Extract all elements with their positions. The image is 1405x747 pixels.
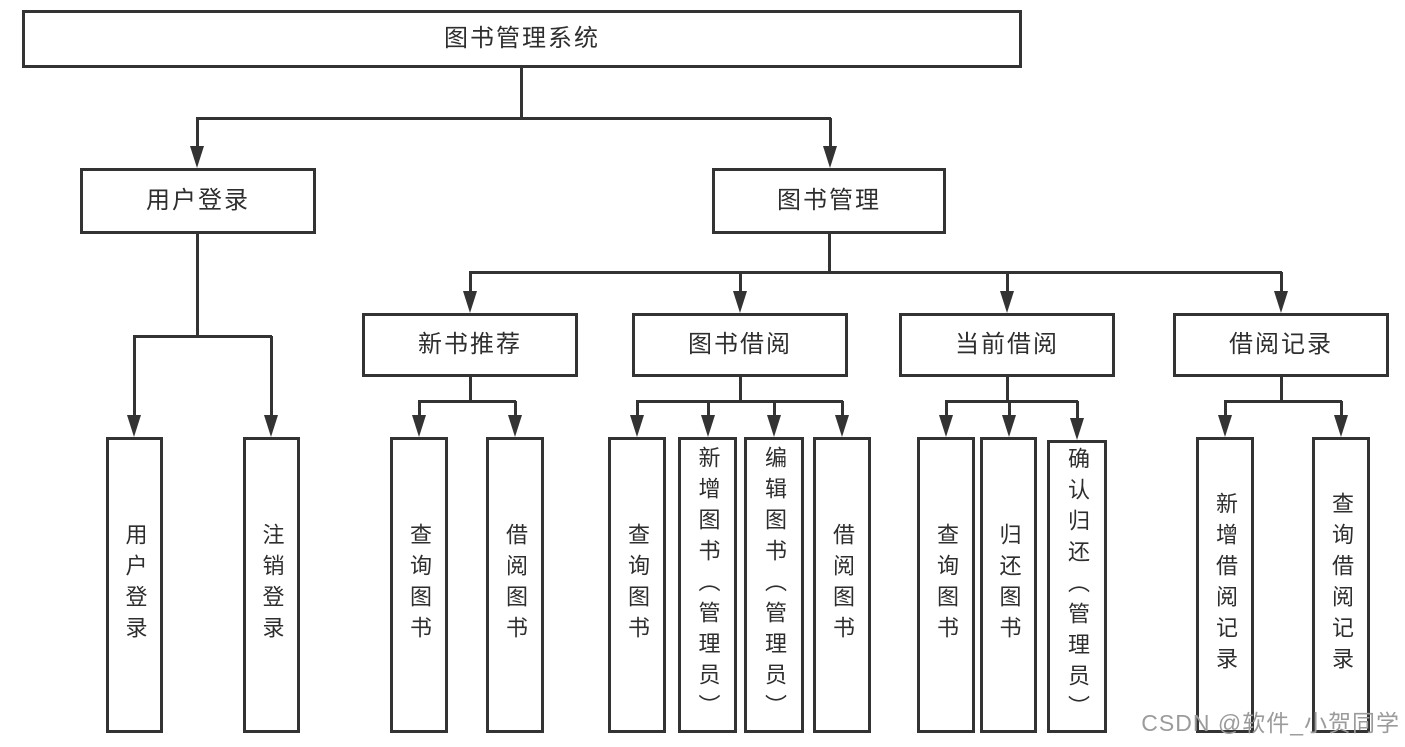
node-leaf-user-login: 用户登录 (106, 437, 163, 733)
node-label-root: 图书管理系统 (444, 25, 600, 52)
connector-vline (196, 234, 199, 338)
node-label-book-mgmt: 图书管理 (777, 187, 881, 214)
connector-vline (514, 401, 517, 419)
arrowhead-down-icon (264, 415, 278, 437)
node-leaf-br-query: 查询借阅记录 (1312, 437, 1370, 733)
node-leaf-cb-query: 查询图书 (917, 437, 975, 733)
connector-hline (133, 335, 272, 338)
node-leaf-bb-edit: 编辑图书（管理员） (744, 437, 804, 733)
node-label-leaf-bb-edit: 编辑图书（管理员） (762, 445, 787, 725)
node-leaf-nb-borrow: 借阅图书 (486, 437, 544, 733)
connector-vline (1280, 377, 1283, 403)
node-label-leaf-cb-return: 归还图书 (996, 523, 1022, 647)
node-leaf-bb-add: 新增图书（管理员） (678, 437, 737, 733)
node-label-user-login: 用户登录 (146, 187, 250, 214)
arrowhead-down-icon (939, 415, 953, 437)
connector-vline (1340, 401, 1343, 419)
connector-hline (945, 400, 1078, 403)
node-leaf-cb-return: 归还图书 (980, 437, 1037, 733)
arrowhead-down-icon (823, 146, 837, 168)
node-new-book-rec: 新书推荐 (362, 313, 578, 377)
node-label-leaf-cb-query: 查询图书 (934, 523, 959, 647)
connector-vline (707, 401, 710, 419)
node-label-leaf-bb-add: 新增图书（管理员） (695, 445, 721, 725)
connector-vline (739, 377, 742, 403)
connector-vline (1006, 272, 1009, 296)
connector-vline (829, 118, 832, 150)
connector-vline (520, 68, 523, 120)
node-book-mgmt: 图书管理 (712, 168, 946, 234)
node-label-leaf-nb-query: 查询图书 (407, 523, 432, 647)
connector-vline (1224, 401, 1227, 419)
node-current-borrow: 当前借阅 (899, 313, 1115, 377)
arrowhead-down-icon (835, 415, 849, 437)
connector-vline (1008, 401, 1011, 419)
node-label-leaf-logout: 注销登录 (259, 523, 285, 647)
node-label-leaf-user-login: 用户登录 (122, 523, 148, 647)
arrowhead-down-icon (508, 415, 522, 437)
node-user-login: 用户登录 (80, 168, 316, 234)
node-leaf-cb-confirm: 确认归还（管理员） (1047, 440, 1107, 733)
connector-vline (739, 272, 742, 296)
arrowhead-down-icon (1334, 415, 1348, 437)
node-root: 图书管理系统 (22, 10, 1022, 68)
connector-hline (636, 400, 843, 403)
connector-vline (945, 401, 948, 419)
node-label-leaf-br-add: 新增借阅记录 (1213, 492, 1238, 678)
node-leaf-nb-query: 查询图书 (390, 437, 448, 733)
arrowhead-down-icon (701, 415, 715, 437)
node-label-leaf-br-query: 查询借阅记录 (1329, 492, 1354, 678)
connector-vline (270, 336, 273, 418)
connector-hline (196, 117, 831, 120)
arrowhead-down-icon (733, 291, 747, 313)
connector-vline (841, 401, 844, 419)
arrowhead-down-icon (127, 415, 141, 437)
node-leaf-logout: 注销登录 (243, 437, 300, 733)
connector-vline (773, 401, 776, 419)
connector-hline (1224, 400, 1342, 403)
connector-vline (469, 272, 472, 296)
node-label-book-borrow: 图书借阅 (688, 331, 792, 358)
connector-vline (1076, 401, 1079, 422)
node-label-new-book-rec: 新书推荐 (418, 331, 522, 358)
connector-vline (636, 401, 639, 419)
connector-hline (469, 271, 1282, 274)
arrowhead-down-icon (767, 415, 781, 437)
node-label-leaf-bb-query: 查询图书 (625, 523, 650, 647)
arrowhead-down-icon (190, 146, 204, 168)
arrowhead-down-icon (1002, 415, 1016, 437)
arrowhead-down-icon (1000, 291, 1014, 313)
node-label-leaf-bb-borrow: 借阅图书 (830, 523, 855, 647)
connector-vline (196, 118, 199, 150)
connector-vline (1006, 377, 1009, 403)
arrowhead-down-icon (1070, 418, 1084, 440)
arrowhead-down-icon (412, 415, 426, 437)
node-leaf-br-add: 新增借阅记录 (1196, 437, 1254, 733)
node-label-borrow-records: 借阅记录 (1229, 331, 1333, 358)
connector-hline (418, 400, 516, 403)
connector-vline (418, 401, 421, 419)
node-borrow-records: 借阅记录 (1173, 313, 1389, 377)
csdn-watermark: CSDN @软件_小贺同学 (1141, 710, 1400, 736)
connector-vline (469, 377, 472, 403)
connector-vline (133, 336, 136, 418)
arrowhead-down-icon (630, 415, 644, 437)
node-label-current-borrow: 当前借阅 (955, 331, 1059, 358)
node-label-leaf-nb-borrow: 借阅图书 (503, 523, 528, 647)
node-leaf-bb-query: 查询图书 (608, 437, 666, 733)
node-leaf-bb-borrow: 借阅图书 (813, 437, 871, 733)
node-label-leaf-cb-confirm: 确认归还（管理员） (1065, 447, 1090, 726)
arrowhead-down-icon (1274, 291, 1288, 313)
connector-vline (1280, 272, 1283, 296)
arrowhead-down-icon (463, 291, 477, 313)
node-book-borrow: 图书借阅 (632, 313, 848, 377)
arrowhead-down-icon (1218, 415, 1232, 437)
connector-vline (828, 234, 831, 274)
